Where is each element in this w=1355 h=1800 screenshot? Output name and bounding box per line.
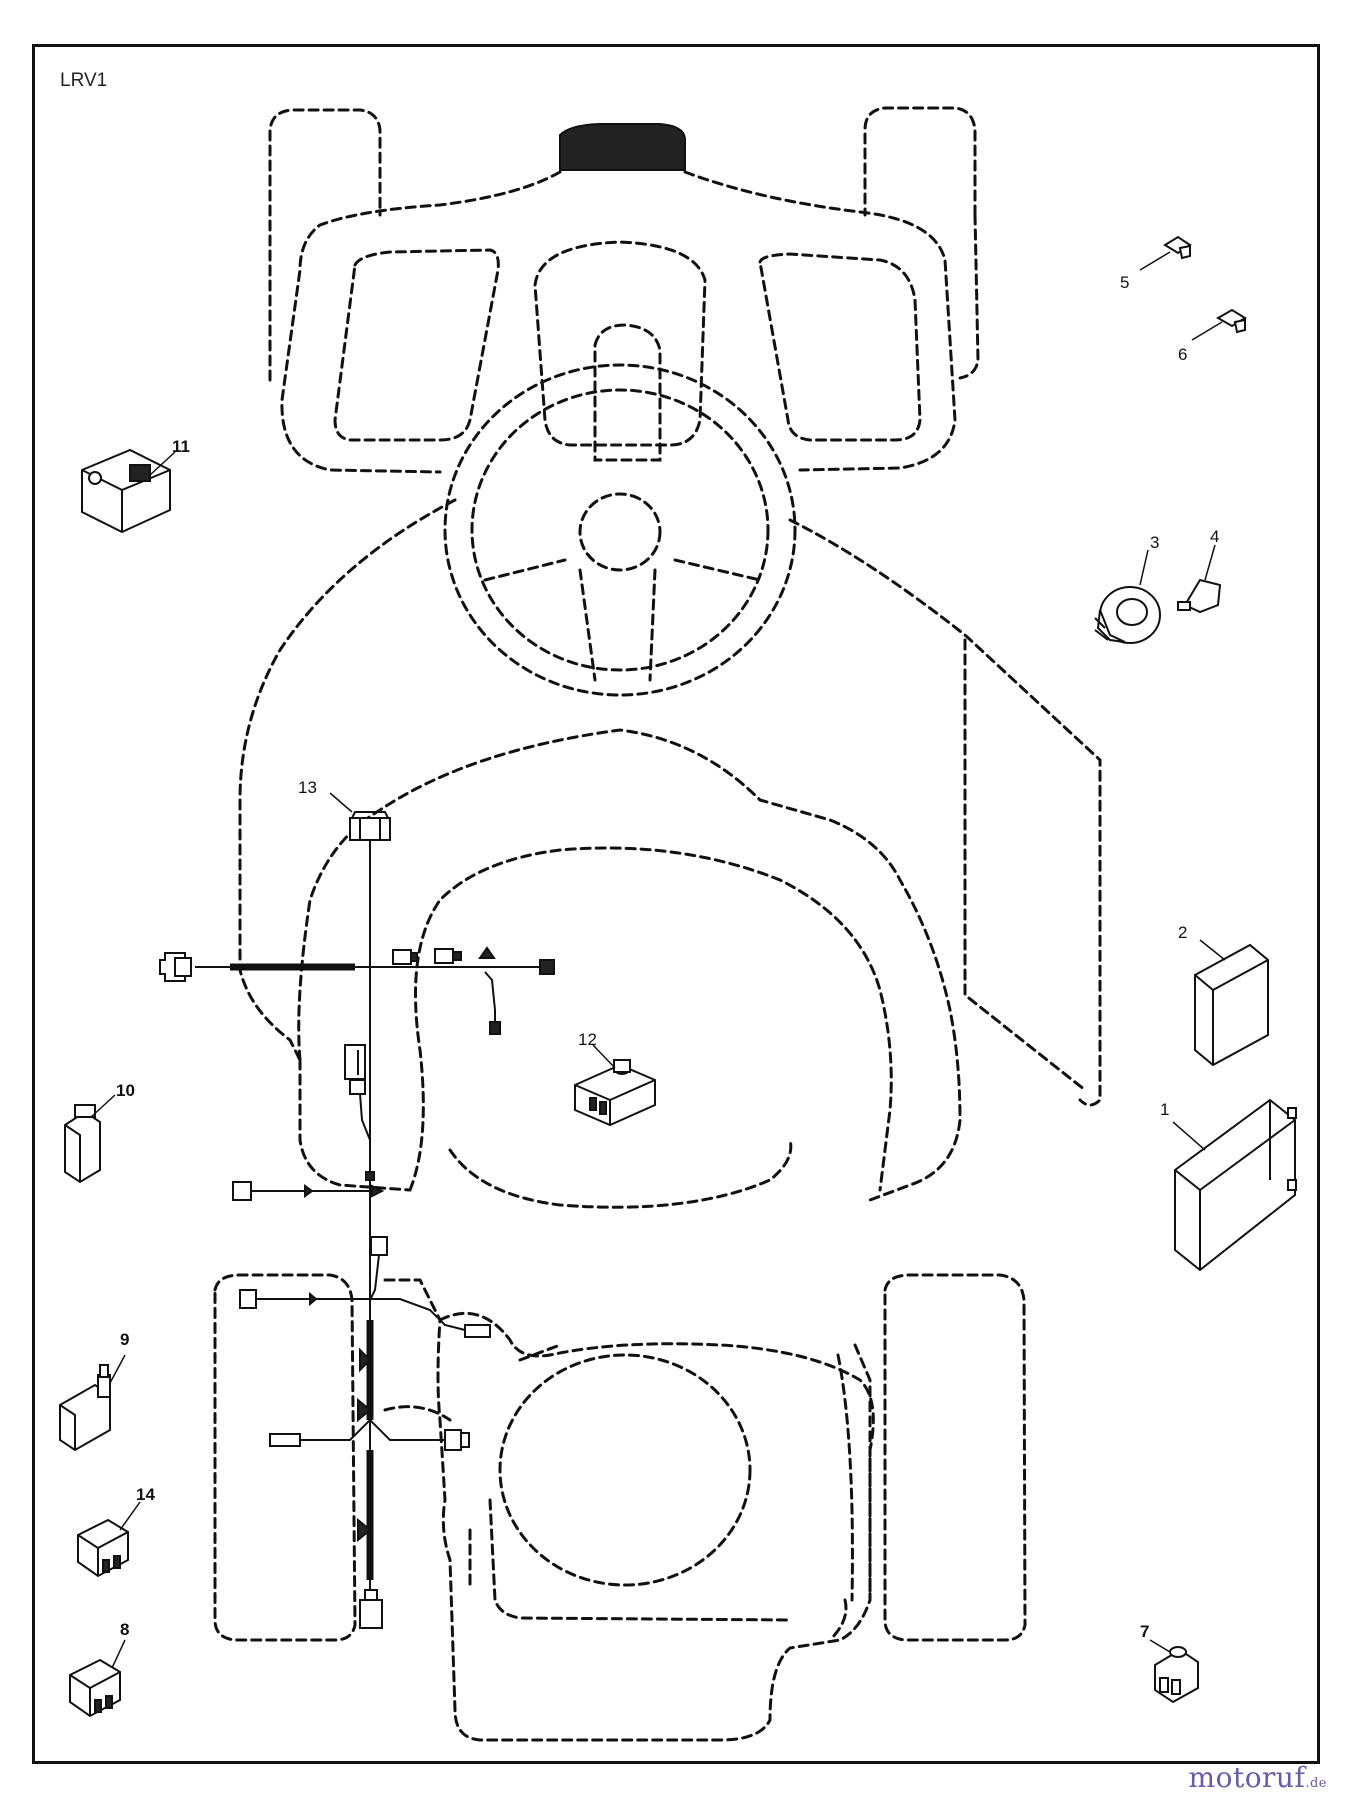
part-fuse-b — [1215, 308, 1247, 334]
callout-9: 9 — [120, 1330, 129, 1349]
part-seat-switch — [1154, 1646, 1199, 1704]
watermark: motoruf.de — [1189, 1761, 1327, 1794]
part-battery — [1174, 1098, 1297, 1272]
part-ignition-switch — [1094, 586, 1161, 644]
part-pto-switch — [64, 1104, 101, 1184]
wiring-harness — [159, 811, 555, 1629]
callout-6: 6 — [1178, 345, 1187, 364]
callout-3: 3 — [1150, 533, 1159, 552]
part-module-box — [1194, 943, 1269, 1067]
watermark-brand: motoruf — [1188, 1761, 1306, 1794]
callout-12: 12 — [578, 1030, 597, 1049]
diagram-code: LRV1 — [60, 70, 108, 91]
callout-4: 4 — [1210, 527, 1219, 546]
callout-7: 7 — [1140, 1622, 1149, 1641]
callout-numbers: 1 2 3 4 5 6 7 8 9 10 11 12 13 14 — [116, 273, 1219, 1641]
part-control-module — [81, 448, 171, 534]
tractor-outline — [213, 106, 1102, 1742]
diagram-frame — [32, 44, 1320, 1764]
callout-10: 10 — [116, 1081, 135, 1100]
part-key — [1177, 578, 1222, 614]
callout-8: 8 — [120, 1620, 129, 1639]
part-relay-b — [77, 1518, 129, 1578]
callout-leaders — [89, 251, 1226, 1669]
part-fuse-a — [1163, 235, 1192, 260]
callout-14: 14 — [136, 1485, 155, 1504]
callout-11: 11 — [172, 437, 190, 456]
part-switch-module — [574, 1059, 656, 1127]
callout-1: 1 — [1160, 1100, 1169, 1119]
callout-13: 13 — [298, 778, 317, 797]
watermark-suffix: .de — [1305, 1776, 1327, 1791]
callout-5: 5 — [1120, 273, 1129, 292]
part-plunger-switch — [59, 1364, 111, 1452]
part-relay-a — [69, 1658, 121, 1718]
callout-2: 2 — [1178, 923, 1187, 942]
